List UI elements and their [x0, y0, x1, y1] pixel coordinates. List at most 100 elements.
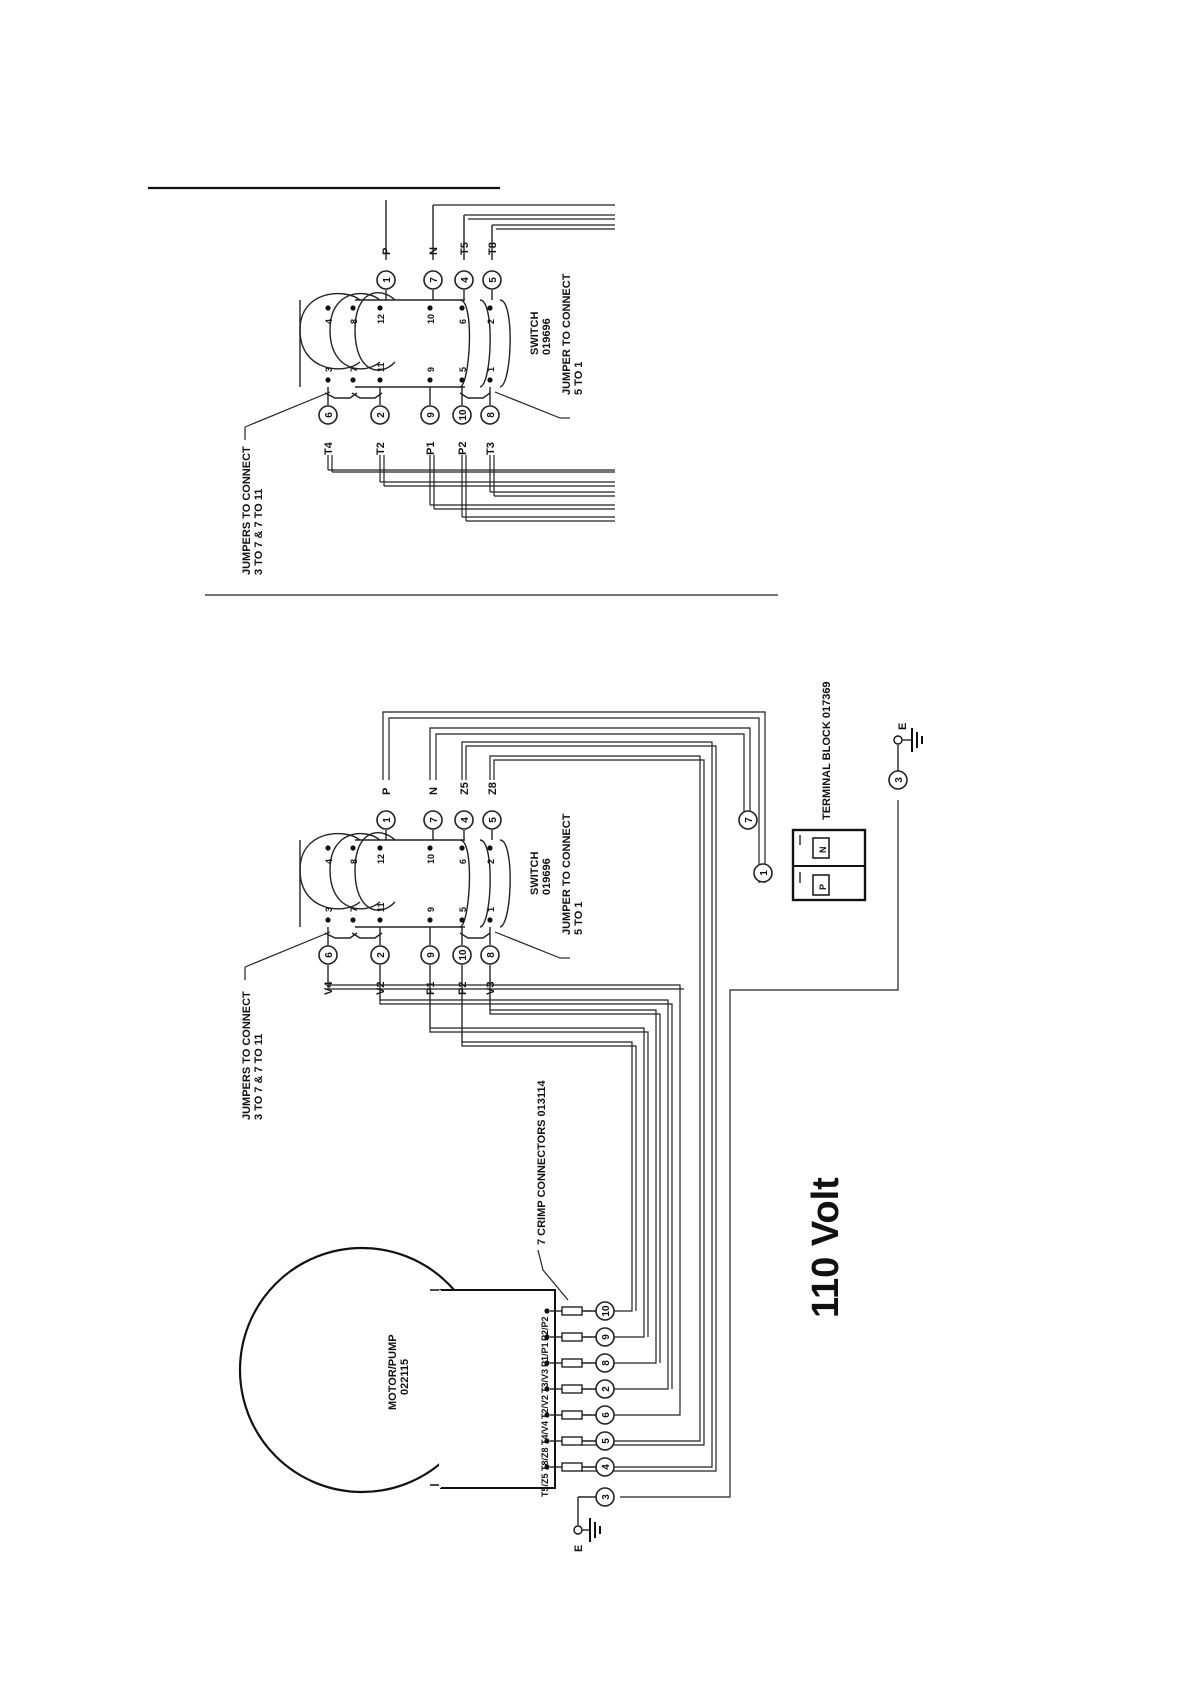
- terminal-dot: [325, 917, 331, 923]
- outer-terminal-label: 2: [486, 319, 496, 324]
- left-wire-circle-number: 9: [426, 412, 437, 418]
- motor-pump: MOTOR/PUMP 022115: [238, 1246, 556, 1494]
- right-wire-circle: 1: [376, 810, 396, 830]
- terminal-dot: [377, 917, 383, 923]
- right-wire-label: Z5: [459, 782, 471, 795]
- earth-right-label: E: [897, 723, 909, 730]
- outer-terminal-label: 6: [458, 319, 468, 324]
- left-wire-label: P2: [457, 982, 469, 995]
- terminal-dot: [487, 305, 493, 311]
- left-wire-circle-number: 9: [426, 952, 437, 958]
- right-wire-circle: 5: [482, 810, 502, 830]
- terminal-dot: [427, 845, 433, 851]
- inner-terminal-label: 3: [324, 907, 334, 912]
- bottom-switch: [299, 832, 511, 928]
- left-wire-label: P1: [425, 442, 437, 455]
- left-wire-circle: 10: [452, 405, 472, 425]
- terminal-block: P N: [791, 828, 867, 902]
- terminal-slot-n: N: [818, 847, 828, 854]
- left-wire-circle: 6: [318, 945, 338, 965]
- right-wire-circle: 1: [376, 270, 396, 290]
- terminal-dot: [325, 305, 331, 311]
- right-wire-circle-number: 4: [460, 817, 471, 823]
- right-wire-circle-number: 7: [429, 817, 440, 823]
- motor-label: MOTOR/PUMP: [387, 1334, 399, 1410]
- right-wire-label: P: [381, 788, 393, 795]
- motor-terminal: P2/P2 10: [540, 1301, 615, 1341]
- outer-terminal-label: 6: [458, 859, 468, 864]
- motor-terminal-circle-number: 2: [601, 1386, 612, 1392]
- terminal-dot: [487, 917, 493, 923]
- outer-terminal-label: 12: [376, 854, 386, 864]
- inner-terminal-label: 3: [324, 367, 334, 372]
- left-wire-label: T4: [323, 441, 335, 455]
- bottom-jumpers-label-2: 3 TO 7 & 7 TO 11: [253, 1034, 265, 1120]
- inner-terminal-label: 11: [376, 362, 386, 372]
- inner-terminal-label: 7: [349, 907, 359, 912]
- terminal-dot: [377, 305, 383, 311]
- bottom-switch-part: 019696: [541, 858, 553, 895]
- right-wire-label: N: [428, 787, 440, 795]
- motor-terminal-circle: 6: [595, 1405, 615, 1425]
- bottom-jumper-5-1: [459, 932, 491, 939]
- left-wire-label: P1: [425, 982, 437, 995]
- inner-terminal-label: 11: [376, 902, 386, 912]
- voltage-title: 110 Volt: [805, 1177, 847, 1318]
- svg-text:1: 1: [759, 870, 770, 876]
- left-wire-circle: 6: [318, 405, 338, 425]
- motor-terminal-circle-number: 5: [601, 1438, 612, 1444]
- right-wire-circle: 4: [454, 810, 474, 830]
- top-switch-label: SWITCH: [529, 312, 541, 355]
- wire-earth: [620, 800, 899, 1498]
- top-jumper-5-1: [459, 392, 491, 399]
- bottom-switch-label: SWITCH: [529, 852, 541, 895]
- crimp-connector: [561, 1306, 583, 1316]
- crimp-connector: [561, 1410, 583, 1420]
- left-wire-circle: 8: [480, 945, 500, 965]
- motor-terminal: T4/V46: [540, 1405, 615, 1445]
- left-wire-label: T3: [485, 442, 497, 455]
- wire-n-to-terminal: [429, 727, 751, 820]
- inner-terminal-label: 9: [426, 907, 436, 912]
- crimp-connector: [561, 1358, 583, 1368]
- right-wire-circle: 4: [454, 270, 474, 290]
- left-wire-circle: 10: [452, 945, 472, 965]
- motor-terminal-label: T2/V2: [540, 1395, 550, 1419]
- motor-terminal-circle: 10: [595, 1301, 615, 1321]
- motor-part: 022115: [399, 1359, 411, 1395]
- terminal-wire-1-circle: 1: [753, 863, 773, 883]
- left-wire-circle-number: 8: [486, 952, 497, 958]
- right-wire-circle: 7: [423, 810, 443, 830]
- motor-terminal-circle: 5: [595, 1431, 615, 1451]
- left-wire-circle-number: 2: [376, 952, 387, 958]
- right-wire-label: Z8: [487, 782, 499, 795]
- motor-terminal-circle-number: 8: [601, 1360, 612, 1366]
- wire-p-to-terminal: [382, 711, 766, 883]
- svg-text:7: 7: [744, 817, 755, 823]
- bottom-right-wires: 1 P 7 N 4 Z5 5 Z8: [376, 782, 502, 840]
- left-wire-circle: 2: [370, 405, 390, 425]
- left-wire-circle: 2: [370, 945, 390, 965]
- outer-terminal-label: 2: [486, 859, 496, 864]
- motor-terminal-label: T5/Z5: [540, 1473, 550, 1497]
- left-wire-label: V3: [485, 982, 497, 995]
- right-wire-circle-number: 1: [382, 277, 393, 283]
- top-jumpers-label-2: 3 TO 7 & 7 TO 11: [253, 489, 265, 575]
- motor-terminal-circle: 2: [595, 1379, 615, 1399]
- terminal-dot: [459, 845, 465, 851]
- terminal-dot: [377, 845, 383, 851]
- terminal-block-label: TERMINAL BLOCK 017369: [821, 681, 833, 820]
- wire-z5: [461, 741, 713, 1468]
- motor-terminal-label: P2/P2: [540, 1316, 550, 1341]
- outer-terminal-label: 12: [376, 314, 386, 324]
- bottom-jumper-label-1: JUMPER TO CONNECT: [561, 813, 573, 935]
- right-wire-circle-number: 5: [488, 817, 499, 823]
- bottom-jumper-7-11: [351, 932, 383, 939]
- outer-terminal-label: 8: [349, 859, 359, 864]
- left-wire-circle-number: 2: [376, 412, 387, 418]
